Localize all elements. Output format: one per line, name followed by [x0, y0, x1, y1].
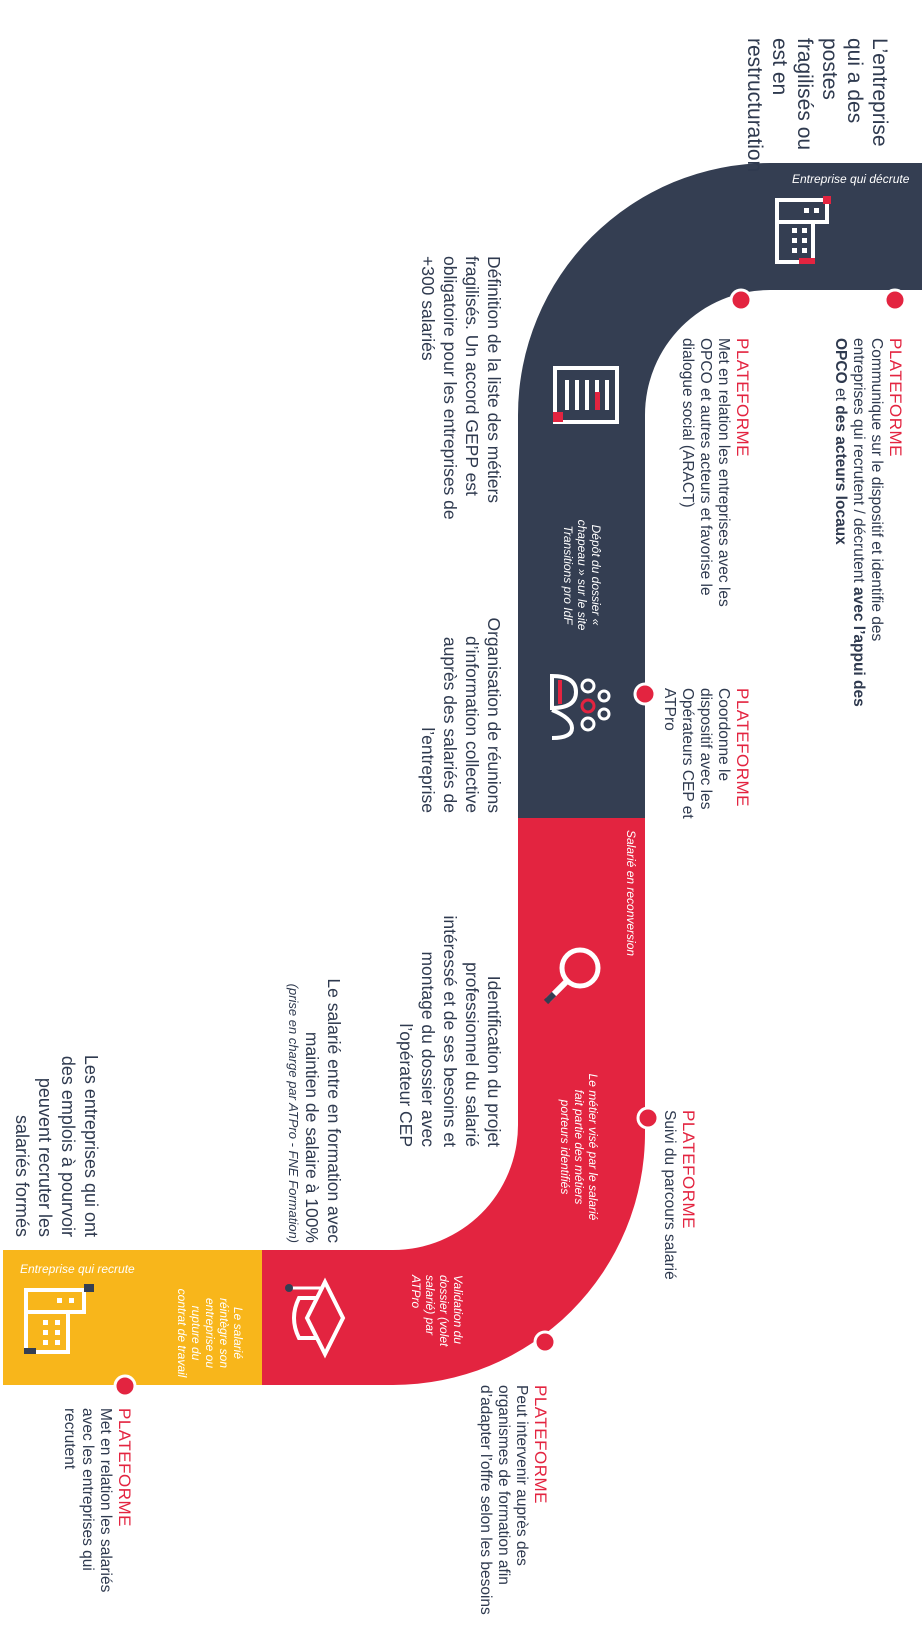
label-reintegre-text: Le salarié réintègre son entreprise ou r…	[175, 1288, 245, 1378]
step-definition-text: Définition de la liste des métiers fragi…	[417, 256, 505, 556]
step-identification-label: Identification du projet professionnel d…	[396, 915, 504, 1147]
milestone-dots	[113, 288, 907, 1398]
dot-3	[633, 682, 657, 706]
dot-1	[883, 288, 907, 312]
platform-1-body: Communique sur le dispositif et identifi…	[831, 338, 885, 718]
label-depot: Dépôt du dossier « chapeau » sur le site…	[561, 510, 603, 640]
step-recruit-text: Les entreprises qui ont des emplois à po…	[10, 1032, 102, 1237]
platform-4: PLATEFORME Suivi du parcours salarié	[660, 1110, 698, 1310]
label-reintegre: Le salarié réintègre son entreprise ou r…	[175, 1288, 245, 1378]
platform-1-body-d: des acteurs locaux	[832, 405, 849, 545]
platform-6-body: Met en relation les salariés avec les en…	[61, 1408, 114, 1593]
platform-5-title: PLATEFORME	[531, 1385, 550, 1504]
dot-4	[636, 1106, 660, 1130]
platform-6: PLATEFORME Met en relation les salariés …	[60, 1408, 134, 1603]
platform-2-title: PLATEFORME	[733, 338, 752, 457]
step-identification-text: Identification du projet professionnel d…	[395, 912, 505, 1147]
step-formation-label: Le salarié entre en formation avec maint…	[302, 978, 344, 1243]
platform-3-title: PLATEFORME	[733, 688, 752, 807]
step-formation-note: (prise en charge par ATPro - FNE Formati…	[286, 983, 301, 1243]
building-icon-2	[24, 1284, 94, 1354]
platform-6-title: PLATEFORME	[115, 1408, 134, 1527]
step-formation-text: Le salarié entre en formation avec maint…	[285, 943, 345, 1243]
graduation-cap-icon	[285, 1277, 346, 1359]
label-recrute: Entreprise qui recrute	[20, 1262, 135, 1276]
platform-1-title: PLATEFORME	[886, 338, 905, 457]
platform-1-body-c: et	[832, 383, 849, 406]
dot-6	[113, 1374, 137, 1398]
platform-3-body: Coordonne le dispositif avec les Opérate…	[661, 688, 732, 819]
step-recruit-label: Les entreprises qui ont des emplois à po…	[12, 1054, 101, 1237]
platform-5: PLATEFORME Peut intervenir auprès des or…	[476, 1385, 550, 1630]
label-validation: Validation du dossier (volet salarié) pa…	[409, 1275, 465, 1365]
road-yellow	[3, 1250, 262, 1385]
group-icon	[550, 673, 611, 740]
magnifier-icon	[543, 947, 601, 1005]
platform-5-body: Peut intervenir auprès des organismes de…	[477, 1385, 530, 1615]
platform-2-body: Met en relation les entreprises avec les…	[679, 338, 732, 607]
label-decrute: Entreprise qui décrute	[792, 172, 910, 186]
label-reconversion-text: Salarié en reconversion	[624, 830, 638, 957]
platform-1: PLATEFORME Communique sur le dispositif …	[831, 338, 905, 718]
platform-4-body: Suivi du parcours salarié	[661, 1110, 678, 1280]
label-validation-text: Validation du dossier (volet salarié) pa…	[409, 1275, 465, 1347]
dot-5	[533, 1330, 557, 1354]
step-definition-label: Définition de la liste des métiers fragi…	[418, 256, 504, 520]
label-reconversion: Salarié en reconversion	[624, 830, 638, 956]
platform-3: PLATEFORME Coordonne le dispositif avec …	[660, 688, 752, 838]
step-start-text: L’entreprise qui a des postes fragilisés…	[742, 38, 892, 172]
step-start-label: L’entreprise qui a des postes fragilisés…	[743, 38, 891, 173]
road-navy	[518, 163, 922, 818]
label-metier-text: Le métier visé par le salarié fait parti…	[558, 1073, 600, 1221]
platform-2: PLATEFORME Met en relation les entrepris…	[678, 338, 752, 628]
dot-2	[729, 288, 753, 312]
step-organisation-label: Organisation de réunions d’information c…	[418, 617, 504, 813]
platform-4-title: PLATEFORME	[679, 1110, 698, 1229]
building-icon	[775, 196, 831, 264]
road-red	[262, 818, 645, 1385]
list-icon	[553, 366, 619, 424]
label-metier: Le métier visé par le salarié fait parti…	[558, 1072, 600, 1222]
step-organisation-text: Organisation de réunions d’information c…	[417, 598, 505, 813]
label-depot-text: Dépôt du dossier « chapeau » sur le site…	[561, 519, 603, 631]
